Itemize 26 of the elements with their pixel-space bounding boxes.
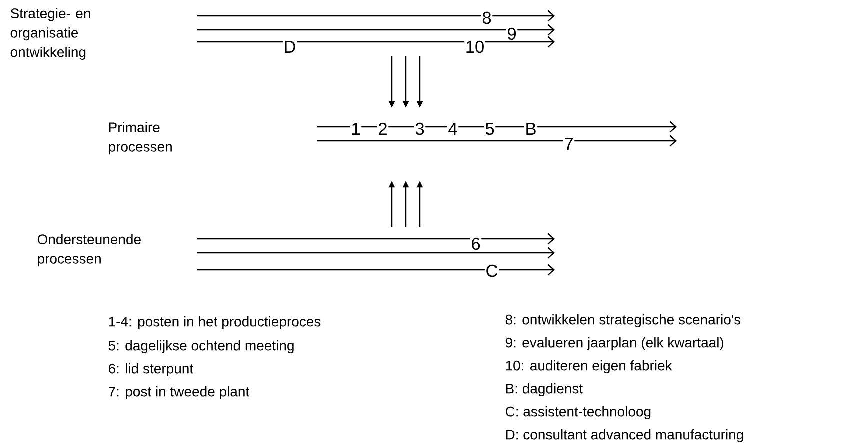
legend-text: 8: ontwikkelen strategische scenario's	[506, 314, 741, 328]
legend-text: 7: post in tweede plant	[108, 386, 250, 400]
legend-text: 1-4: posten in het productieproces	[109, 316, 321, 330]
lane-title: Primaire processen	[109, 122, 172, 155]
marker-label: 10	[464, 40, 486, 54]
marker-label: 6	[470, 237, 482, 251]
legend-text: 10: auditeren eigen fabriek	[506, 360, 672, 374]
marker-label: C	[484, 264, 500, 278]
marker-label: 4	[447, 122, 459, 136]
marker-label: 9	[506, 27, 518, 41]
marker-label: D	[282, 40, 298, 54]
lane-title: Strategie- en organisatie ontwikkeling	[10, 8, 90, 60]
marker-label: 5	[484, 122, 496, 136]
marker-label: 2	[377, 122, 389, 136]
marker-label: 8	[481, 11, 493, 25]
marker-label: B	[524, 122, 538, 136]
legend-text: B: dagdienst	[506, 383, 583, 397]
marker-label: 7	[563, 137, 575, 151]
legend-text: 5: dagelijkse ochtend meeting	[108, 340, 294, 354]
marker-label: 1	[350, 122, 362, 136]
marker-label: 3	[414, 122, 426, 136]
legend-text: D: consultant advanced manufacturing	[506, 429, 744, 443]
legend-text: 6: lid sterpunt	[108, 363, 194, 377]
lane-title: Ondersteunende processen	[38, 234, 141, 267]
legend-text: C: assistent-technoloog	[506, 406, 651, 420]
legend-text: 9: evalueren jaarplan (elk kwartaal)	[506, 337, 724, 351]
